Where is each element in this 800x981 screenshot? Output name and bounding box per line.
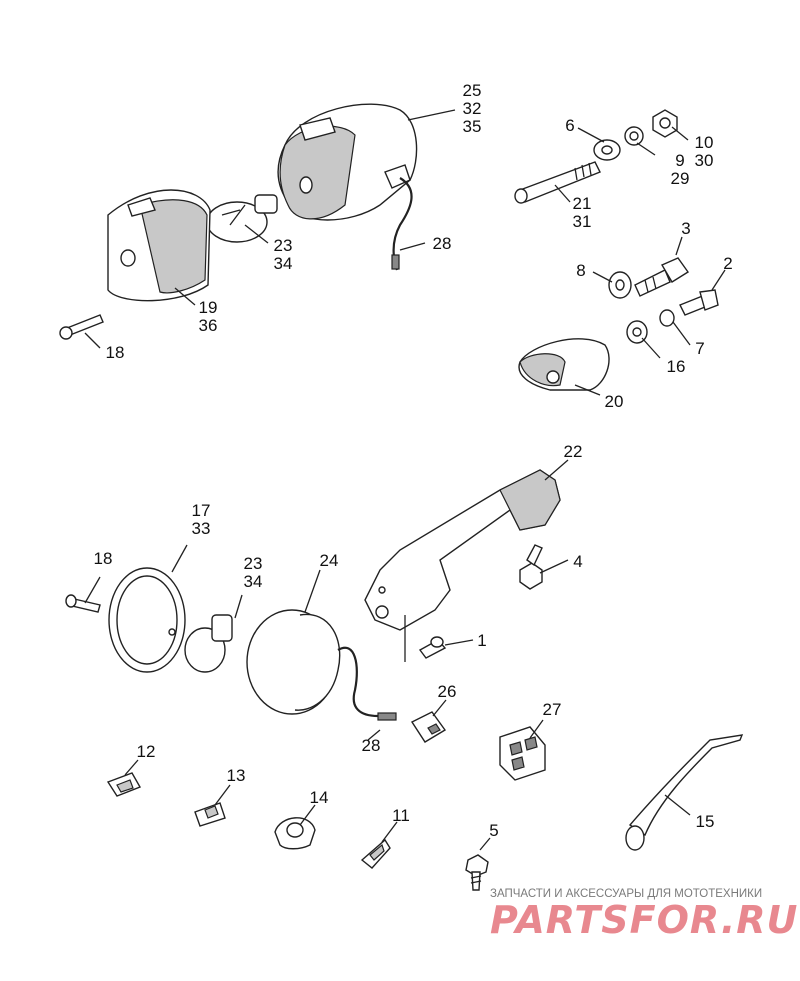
connector-27	[499, 726, 546, 781]
callout-c20-line-0: 20	[604, 392, 624, 411]
callout-c26-line-0: 26	[437, 682, 457, 701]
callout-c6-line-0: 6	[565, 116, 575, 135]
connector-26	[410, 711, 447, 743]
callout-c16-line-0: 16	[666, 357, 686, 376]
washer-7	[659, 309, 675, 327]
front-lamp-bulb	[184, 614, 233, 673]
callout-c17-line-0: 17	[191, 501, 211, 520]
callout-c24-line-0: 24	[319, 551, 339, 570]
callout-c25-line-2: 35	[462, 117, 482, 136]
callout-c14-line-0: 14	[309, 788, 329, 807]
lamp-screw-bottom	[65, 594, 101, 613]
callout-c15-line-0: 15	[695, 812, 715, 831]
watermark-tagline: ЗАПЧАСТИ И АКСЕССУАРЫ ДЛЯ МОТОТЕХНИКИ	[490, 888, 763, 900]
callout-c23b-line-0: 23	[243, 554, 263, 573]
callout-c3-line-0: 3	[681, 219, 691, 238]
rear-lamp-lens	[107, 189, 211, 302]
callout-c18b-line-0: 18	[93, 549, 113, 568]
spacer-16	[626, 320, 648, 344]
callout-c10-line-1: 30	[694, 151, 714, 170]
callout-c22-line-0: 22	[563, 442, 583, 461]
screw-5	[465, 854, 489, 891]
callout-c2-line-0: 2	[723, 254, 733, 273]
bolt-3	[634, 257, 690, 297]
callout-c7-line-0: 7	[695, 339, 705, 358]
callout-c28a-line-0: 28	[432, 234, 452, 253]
callout-c13-line-0: 13	[226, 766, 246, 785]
lamp-screw-top	[59, 314, 104, 340]
clamp-20	[518, 338, 610, 391]
stud-21	[514, 161, 601, 204]
nut-10	[652, 109, 678, 138]
watermark-logo: PARTSFOR.RU	[490, 898, 799, 942]
callout-c12-line-0: 12	[136, 742, 156, 761]
callout-c19-line-0: 19	[198, 298, 218, 317]
leader-lines	[84, 109, 726, 851]
callout-c5-line-0: 5	[489, 821, 499, 840]
callout-c21-line-0: 21	[572, 194, 592, 213]
callout-c28b-line-0: 28	[361, 736, 381, 755]
callout-c18a-line-0: 18	[105, 343, 125, 362]
clip-14	[274, 817, 316, 850]
bolt-2	[679, 289, 719, 316]
watermark: ЗАПЧАСТИ И АКСЕССУАРЫ ДЛЯ МОТОТЕХНИКИ PA…	[490, 888, 799, 942]
callout-c21-line-1: 31	[572, 212, 592, 231]
callout-c1-line-0: 1	[477, 631, 487, 650]
wire-terminal	[391, 254, 400, 270]
callout-c9-line-1: 29	[670, 169, 690, 188]
callout-c8-line-0: 8	[576, 261, 586, 280]
callout-c25-line-0: 25	[462, 81, 482, 100]
callout-c23a-line-1: 34	[273, 254, 293, 273]
clip-13	[194, 802, 226, 827]
cable-strap-15	[625, 734, 744, 851]
lockwasher-9	[624, 126, 644, 146]
front-lamp-housing-24	[246, 609, 397, 721]
clip-11	[360, 838, 391, 869]
clip-12	[106, 772, 142, 797]
callout-c11-line-0: 11	[392, 806, 410, 825]
callout-c4-line-0: 4	[573, 552, 583, 571]
callout-c10-line-0: 10	[694, 133, 714, 152]
callout-c27-line-0: 27	[542, 700, 562, 719]
callout-c17-line-1: 33	[191, 519, 211, 538]
bolt-4	[519, 544, 543, 590]
rear-lamp-bulb	[206, 194, 278, 243]
bracket-22	[364, 469, 561, 662]
callout-c19-line-1: 36	[198, 316, 218, 335]
rear-lamp-housing	[277, 103, 418, 221]
callout-c23b-line-1: 34	[243, 572, 263, 591]
callout-c25-line-1: 32	[462, 99, 482, 118]
screw-1	[418, 636, 447, 659]
washer-8	[608, 271, 632, 299]
callout-c9-line-0: 9	[675, 151, 685, 170]
washer-6	[593, 139, 621, 161]
callout-c23a-line-0: 23	[273, 236, 293, 255]
front-lamp-trim-ring-17	[108, 567, 186, 673]
